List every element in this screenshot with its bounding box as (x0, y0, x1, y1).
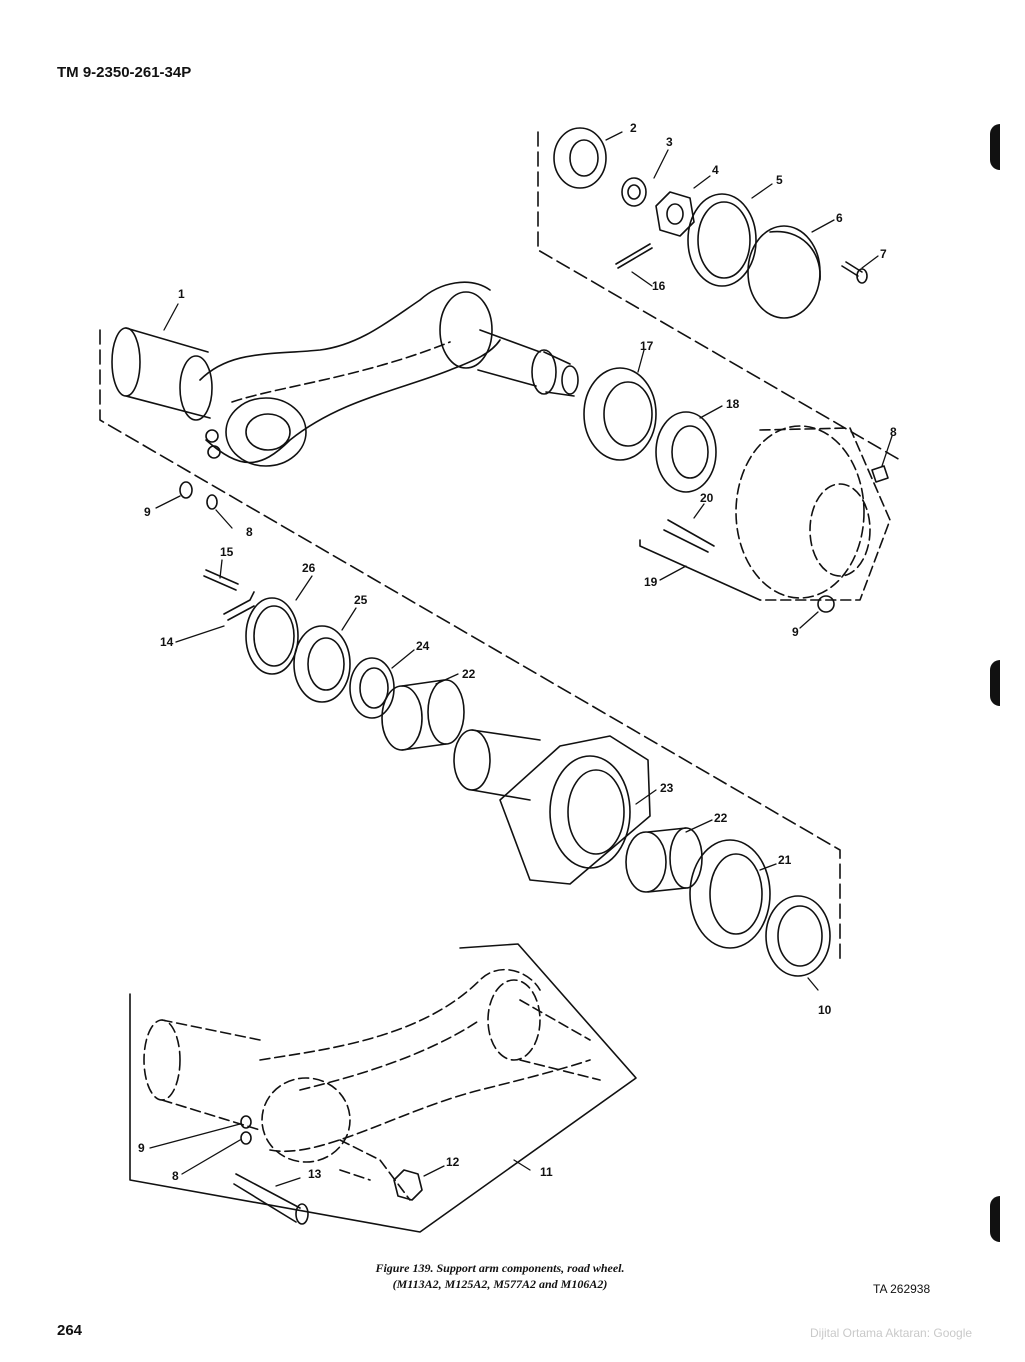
callout-11: 11 (540, 1165, 553, 1179)
hub-cap-6 (747, 225, 821, 319)
fitting-lower (207, 445, 221, 459)
callout-5: 5 (776, 173, 783, 187)
seal-17 (583, 367, 657, 461)
callout-2: 2 (630, 121, 637, 135)
figure-identifier: TA 262938 (873, 1282, 931, 1296)
callout-9-lower: 9 (138, 1141, 145, 1155)
ring-26 (245, 597, 299, 675)
pin-13 (233, 1173, 301, 1223)
callout-26: 26 (302, 561, 316, 575)
lock-strip-14 (223, 591, 255, 621)
page-number: 264 (57, 1322, 83, 1339)
group-bracket-hub-cap (537, 131, 901, 461)
plug-8-left (206, 494, 218, 510)
callout-22-upper: 22 (462, 667, 476, 681)
lubrication-fitting-9-left (179, 481, 193, 499)
leader-lines (149, 131, 893, 1187)
washer-3 (621, 177, 647, 207)
callout-19: 19 (644, 575, 658, 589)
callout-16: 16 (652, 279, 666, 293)
arm-assembly-11 (143, 968, 601, 1201)
document-number: TM 9-2350-261-34P (57, 64, 192, 81)
bearing-2 (553, 127, 607, 189)
bushing-22-upper (381, 685, 423, 751)
digitization-watermark: Dijital Ortama Aktaran: Google (810, 1326, 973, 1340)
screw-7 (841, 261, 863, 277)
stud-20 (663, 519, 715, 553)
housing-23 (453, 729, 651, 885)
callout-23: 23 (660, 781, 674, 795)
fitting-upper (205, 429, 219, 443)
nut-12 (393, 1169, 423, 1201)
callout-20: 20 (700, 491, 714, 505)
callout-22-lower: 22 (714, 811, 728, 825)
support-arm (111, 281, 579, 467)
hub-19 (735, 425, 891, 601)
retainer-25 (293, 625, 351, 703)
callout-7: 7 (880, 247, 887, 261)
fitting-8-hub (871, 465, 889, 483)
bolt-15 (203, 569, 239, 591)
nut-4 (655, 191, 695, 237)
figure-caption-line2: (M113A2, M125A2, M577A2 and M106A2) (392, 1277, 608, 1291)
fitting-9-lower (240, 1115, 252, 1129)
callout-21: 21 (778, 853, 792, 867)
callout-24: 24 (416, 639, 430, 653)
binder-hole-mark-top (990, 124, 1000, 170)
binder-hole-mark-middle (990, 660, 1000, 706)
callout-12: 12 (446, 1155, 460, 1169)
arm-assembly-11-bracket (129, 943, 637, 1233)
callout-4: 4 (712, 163, 719, 177)
callout-8-left: 8 (246, 525, 253, 539)
nut-9-hub (817, 595, 835, 613)
callout-9-hub: 9 (792, 625, 799, 639)
group-bracket-housing (99, 329, 841, 961)
figure-caption: Figure 139. Support arm components, road… (300, 1260, 700, 1292)
callout-3: 3 (666, 135, 673, 149)
cotter-pin-16 (615, 243, 653, 269)
callout-13: 13 (308, 1167, 322, 1181)
callout-8-hub: 8 (890, 425, 897, 439)
callout-6: 6 (836, 211, 843, 225)
callout-9-left: 9 (144, 505, 151, 519)
callout-10: 10 (818, 1003, 832, 1017)
callout-15: 15 (220, 545, 234, 559)
callout-8-lower: 8 (172, 1169, 179, 1183)
bearing-10 (765, 895, 831, 977)
bearing-18 (655, 411, 717, 493)
bushing-22-lower (625, 831, 667, 893)
callout-17: 17 (640, 339, 654, 353)
callout-25: 25 (354, 593, 368, 607)
figure-caption-line1: Figure 139. Support arm components, road… (375, 1261, 625, 1275)
gasket-5 (687, 193, 757, 287)
binder-hole-mark-bottom (990, 1196, 1000, 1242)
fitting-8-lower (240, 1131, 252, 1145)
seal-21 (689, 839, 771, 949)
callout-14: 14 (160, 635, 174, 649)
hub-19-bracket (639, 539, 761, 601)
callout-18: 18 (726, 397, 740, 411)
callout-1: 1 (178, 287, 185, 301)
